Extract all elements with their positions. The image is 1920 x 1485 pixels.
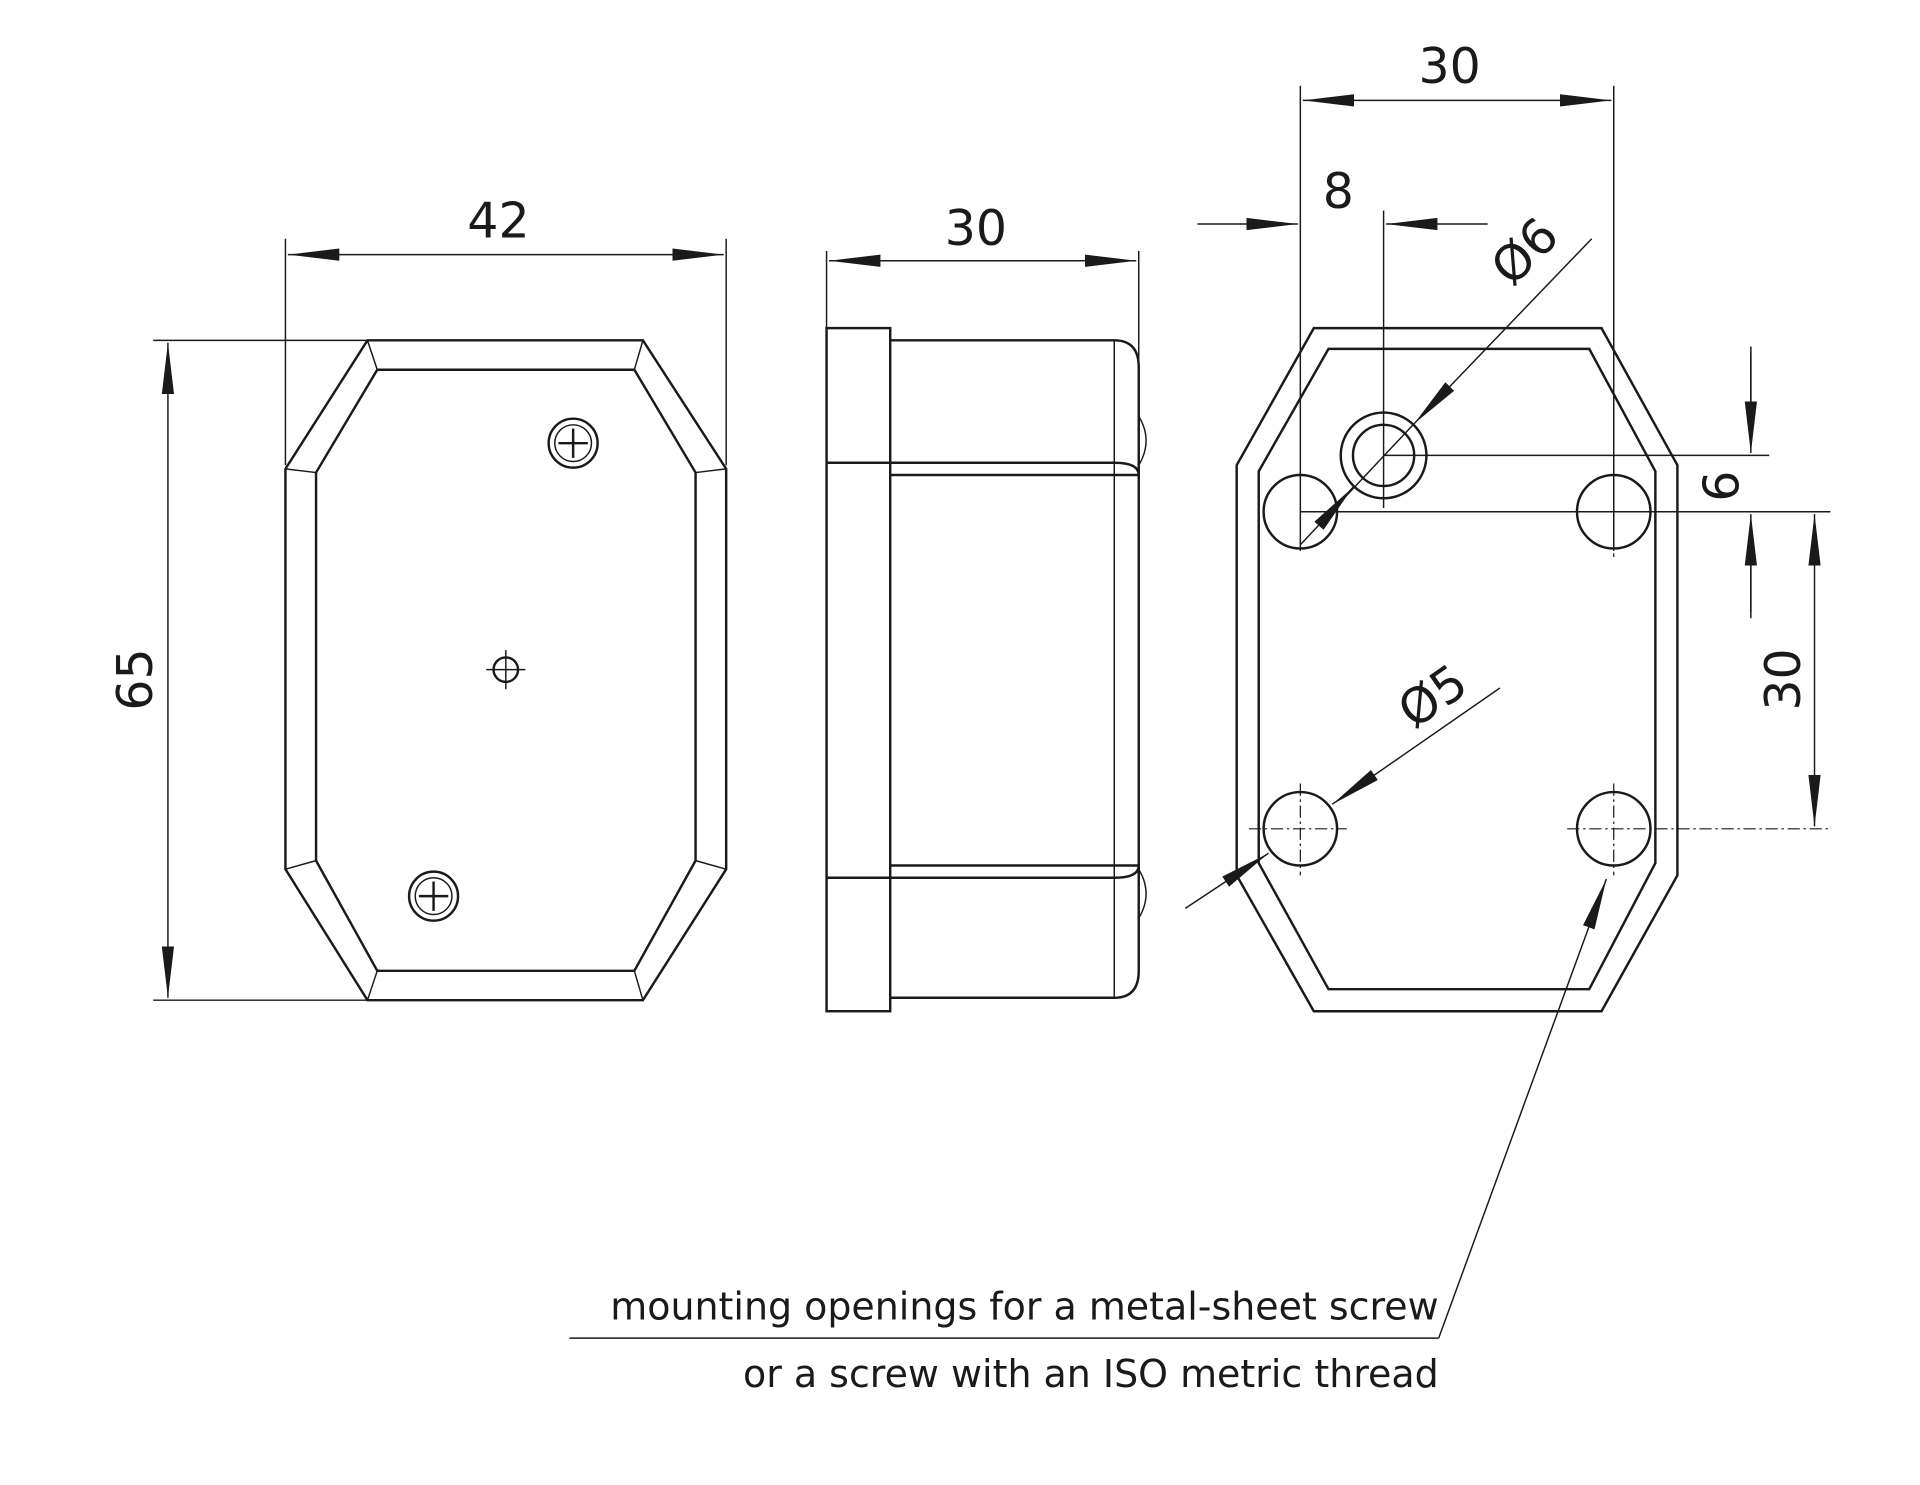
side-view: 30 xyxy=(825,200,1147,1013)
mount-hole-diameter: Ø5 xyxy=(1388,653,1478,740)
note-line-2: or a screw with an ISO metric thread xyxy=(743,1352,1439,1396)
hole-spacing-vertical-dimension: 30 xyxy=(1755,648,1812,710)
width-dimension: 42 xyxy=(467,193,529,250)
front-view: 42 65 xyxy=(107,193,728,1002)
height-dimension: 65 xyxy=(107,648,164,710)
screw-icon xyxy=(547,417,599,469)
depth-dimension: 30 xyxy=(945,200,1007,257)
center-hole-icon xyxy=(486,650,526,690)
screw-icon xyxy=(407,870,460,922)
offset-dimension: 8 xyxy=(1323,163,1354,220)
note-line-1: mounting openings for a metal-sheet scre… xyxy=(610,1285,1438,1329)
hole-spacing-horizontal-dimension: 30 xyxy=(1419,38,1481,95)
rear-view: 30 8 Ø6 Ø5 6 30 xyxy=(1184,38,1831,1013)
mounting-note: mounting openings for a metal-sheet scre… xyxy=(569,878,1608,1396)
center-hole-diameter: Ø6 xyxy=(1480,207,1570,297)
vertical-offset-dimension: 6 xyxy=(1694,470,1751,501)
